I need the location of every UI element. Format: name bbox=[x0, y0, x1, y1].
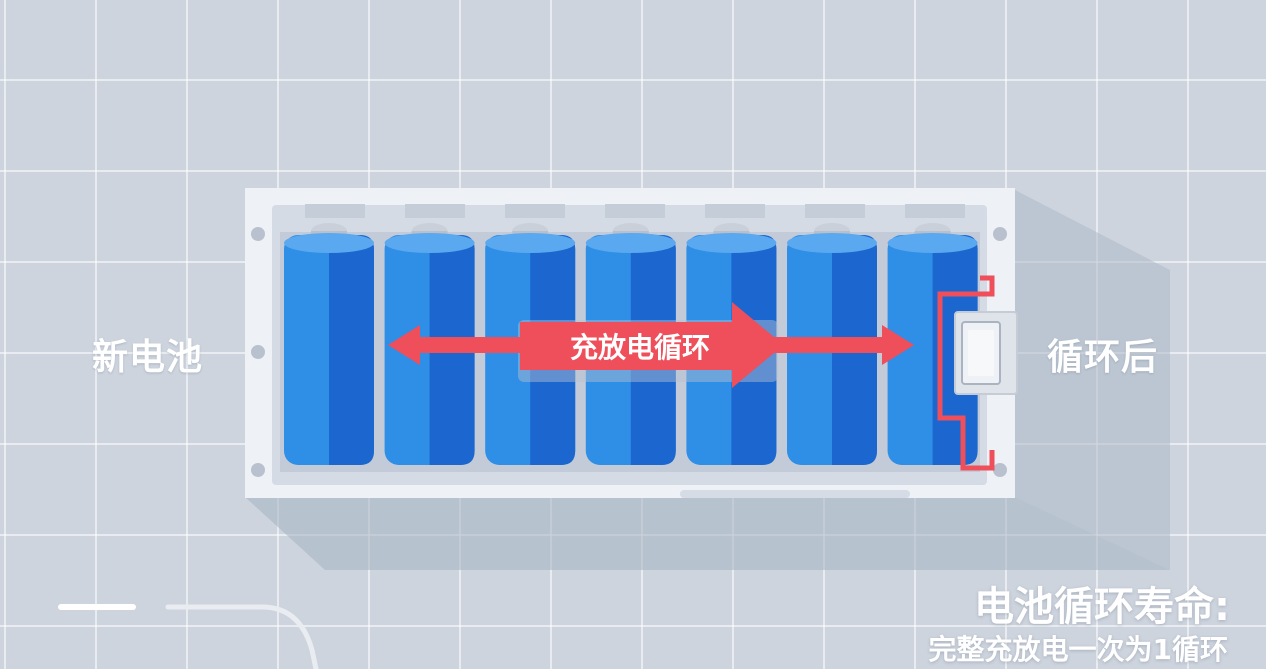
decor-line-curve bbox=[165, 604, 319, 669]
caption-title: 电池循环寿命: bbox=[974, 584, 1230, 630]
battery-top bbox=[585, 233, 676, 253]
connector-port-slot bbox=[968, 330, 994, 376]
case-side-shadow bbox=[1015, 190, 1170, 570]
after-cycle-label: 循环后 bbox=[1047, 337, 1159, 378]
battery-top bbox=[485, 233, 576, 253]
battery-top bbox=[887, 233, 978, 253]
cycle-arrow bbox=[388, 302, 914, 388]
case-shadow bbox=[245, 497, 1170, 570]
red-wire-bracket bbox=[937, 275, 995, 471]
case-screw-holes bbox=[251, 227, 1007, 477]
caption-subtitle: 完整充放电一次为1循环 bbox=[928, 633, 1228, 666]
decor-line-short bbox=[58, 604, 136, 610]
battery-top bbox=[686, 233, 777, 253]
arrow-double-head bbox=[388, 302, 914, 388]
battery-top bbox=[787, 233, 877, 253]
charge-cycle-label: 充放电循环 bbox=[569, 331, 710, 364]
new-battery-label: 新电池 bbox=[92, 337, 204, 378]
battery-cell bbox=[284, 223, 374, 465]
battery-top bbox=[384, 233, 475, 253]
battery-top bbox=[284, 233, 374, 253]
case-top-tabs bbox=[305, 204, 965, 218]
case-bottom-rail bbox=[680, 490, 910, 498]
battery-shade bbox=[329, 235, 374, 465]
